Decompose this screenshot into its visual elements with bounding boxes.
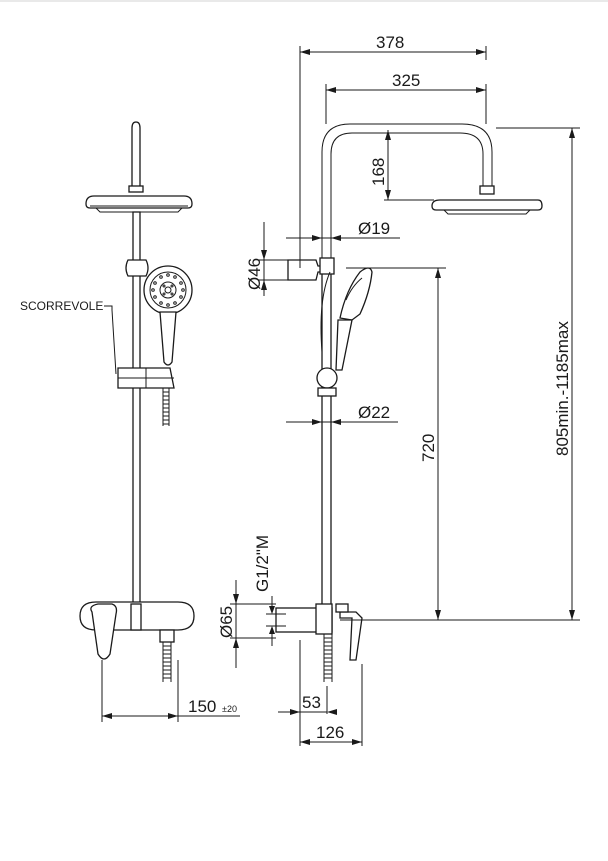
dim-mixer-diameter-label: Ø65 [217, 606, 236, 638]
top-border [0, 0, 608, 2]
dim-mixer-diameter: Ø65 [217, 580, 276, 668]
dim-thread: G1/2"M [253, 535, 286, 646]
dim-slide-rail-height-label: 720 [419, 434, 438, 462]
side-head-shower [431, 199, 543, 211]
dim-overall-width: 378 [299, 33, 487, 268]
front-upper-bracket [125, 259, 149, 277]
dim-total-height-label: 805min.-1185max [553, 321, 572, 456]
dim-center-distance-label: 150 [188, 697, 216, 716]
side-lower-hose [323, 634, 333, 682]
side-hose-curve [320, 271, 331, 353]
sliding-part-leader [104, 305, 117, 375]
side-head-connector [479, 185, 495, 195]
side-slider-knob [316, 367, 338, 389]
front-head-shower [85, 195, 193, 209]
front-hand-shower [143, 265, 193, 366]
dim-arm-height-label: 168 [369, 158, 388, 186]
front-riser-collar [128, 185, 144, 193]
dim-mixer-depth-label: 126 [316, 723, 344, 742]
side-main-pipe [321, 267, 332, 613]
dim-thread-label: G1/2"M [253, 535, 272, 592]
dim-center-distance-tolerance: ±20 [222, 704, 237, 714]
dim-bracket-diameter: Ø46 [245, 222, 290, 296]
dim-bracket-diameter-label: Ø46 [245, 258, 264, 290]
sliding-part-label: SCORREVOLE [20, 299, 103, 313]
side-wall-bracket [287, 259, 323, 281]
side-arm-pipe-outer [321, 123, 493, 260]
dim-center-distance: 150 ±20 [101, 660, 240, 722]
dim-pipe-diameter-lower: Ø22 [286, 403, 398, 425]
front-hose [162, 388, 170, 426]
dim-wall-to-pipe: 53 [278, 640, 337, 746]
dim-pipe-diameter-upper-label: Ø19 [358, 219, 390, 238]
dim-overall-width-label: 378 [376, 33, 404, 52]
dim-pipe-diameter-upper: Ø19 [286, 219, 400, 241]
side-arm-pipe-inner [330, 132, 484, 260]
dim-slide-rail-height: 720 [340, 267, 446, 621]
front-lower-hose [162, 642, 172, 682]
dim-total-height: 805min.-1185max [446, 127, 580, 621]
dim-arm-length: 325 [325, 71, 487, 124]
front-riser-top [131, 121, 141, 191]
side-view: 378 325 168 Ø19 [217, 33, 580, 746]
front-mixer-outlet [159, 629, 175, 643]
dim-mixer-depth: 126 [300, 664, 363, 746]
dim-wall-to-pipe-label: 53 [302, 693, 321, 712]
dim-arm-length-label: 325 [392, 71, 420, 90]
front-mixer-lever [90, 603, 118, 660]
side-mixer-lever [339, 611, 363, 661]
dim-arm-height: 168 [369, 130, 434, 201]
front-view: SCORREVOLE 150 ±20 [20, 121, 240, 722]
dim-pipe-diameter-lower-label: Ø22 [358, 403, 390, 422]
side-hand-shower [339, 267, 373, 321]
